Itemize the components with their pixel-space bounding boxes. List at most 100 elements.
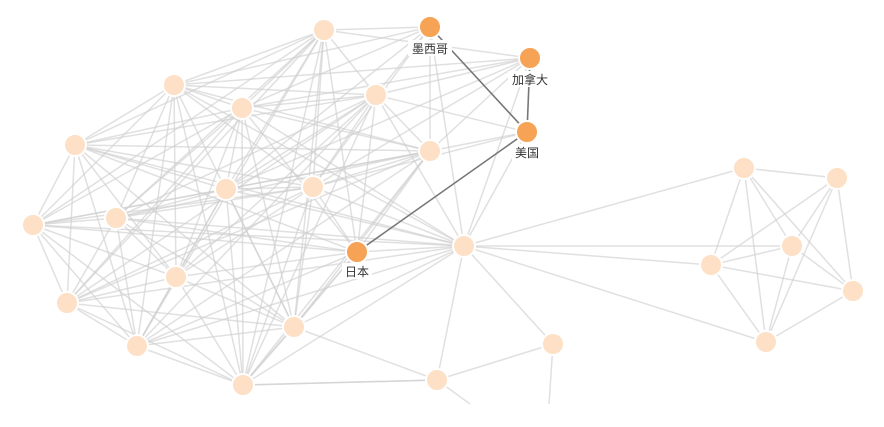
- node-japan[interactable]: [345, 240, 369, 264]
- graph-node[interactable]: [732, 156, 756, 180]
- graph-node[interactable]: [541, 332, 565, 356]
- graph-node[interactable]: [55, 291, 79, 315]
- graph-edge: [356, 245, 465, 253]
- highlighted-edge: [526, 57, 531, 133]
- graph-edge: [115, 94, 377, 219]
- graph-node[interactable]: [104, 206, 128, 230]
- graph-edge: [136, 326, 295, 347]
- graph-edge: [375, 57, 531, 96]
- graph-edge: [241, 94, 377, 109]
- graph-edge: [175, 186, 314, 278]
- graph-edge: [136, 150, 431, 347]
- graph-edge: [74, 107, 243, 146]
- graph-edge: [32, 224, 358, 253]
- graph-edge: [765, 290, 854, 343]
- graph-edge: [743, 167, 854, 292]
- graph-node[interactable]: [231, 373, 255, 397]
- graph-node[interactable]: [125, 334, 149, 358]
- graph-edge: [115, 186, 314, 219]
- graph-edge: [136, 345, 244, 386]
- node-label-japan: 日本: [345, 265, 369, 279]
- graph-edge: [375, 94, 431, 152]
- node-label-mexico: 墨西哥: [412, 42, 448, 56]
- graph-edge: [463, 245, 554, 345]
- edge-layer: [32, 26, 854, 405]
- graph-node[interactable]: [699, 253, 723, 277]
- graph-node[interactable]: [63, 133, 87, 157]
- graph-node[interactable]: [825, 166, 849, 190]
- graph-edge: [32, 144, 76, 226]
- graph-edge: [173, 57, 531, 86]
- graph-node[interactable]: [230, 96, 254, 120]
- graph-edge: [32, 224, 138, 347]
- graph-edge: [241, 26, 431, 109]
- node-layer: [21, 15, 865, 397]
- graph-edge: [66, 107, 243, 304]
- graph-node[interactable]: [162, 73, 186, 97]
- graph-edge: [242, 94, 377, 386]
- graph-node[interactable]: [364, 83, 388, 107]
- graph-edge: [225, 188, 295, 328]
- graph-edge: [312, 131, 528, 188]
- graph-edge: [32, 224, 177, 278]
- graph-node[interactable]: [301, 175, 325, 199]
- graph-edge: [74, 144, 431, 152]
- graph-node[interactable]: [841, 279, 865, 303]
- graph-edge: [710, 177, 838, 266]
- graph-edge: [173, 84, 377, 96]
- graph-edge: [32, 186, 314, 226]
- graph-edge: [242, 245, 465, 386]
- graph-edge: [115, 217, 465, 247]
- graph-edge: [225, 186, 314, 190]
- graph-edge: [293, 245, 465, 328]
- graph-node[interactable]: [164, 265, 188, 289]
- graph-edge: [791, 245, 854, 292]
- graph-node[interactable]: [312, 18, 336, 42]
- graph-edge: [115, 29, 325, 219]
- graph-node[interactable]: [214, 177, 238, 201]
- graph-edge: [436, 343, 554, 381]
- graph-edge: [710, 245, 793, 266]
- highlighted-edge: [356, 131, 528, 253]
- graph-node[interactable]: [282, 315, 306, 339]
- graph-edge: [323, 26, 431, 31]
- graph-edge: [710, 167, 745, 266]
- graph-edge: [429, 131, 528, 152]
- graph-node[interactable]: [754, 330, 778, 354]
- graph-edge: [710, 264, 854, 292]
- graph-node[interactable]: [418, 139, 442, 163]
- graph-edge: [375, 94, 465, 247]
- graph-edge: [173, 84, 431, 152]
- graph-edge: [312, 29, 325, 188]
- graph-node[interactable]: [452, 234, 476, 258]
- graph-edge: [173, 29, 325, 86]
- graph-edge: [32, 188, 227, 226]
- graph-edge: [743, 167, 838, 179]
- graph-node[interactable]: [21, 213, 45, 237]
- graph-edge: [115, 84, 175, 219]
- graph-edge: [74, 144, 227, 190]
- graph-edge: [225, 107, 243, 190]
- graph-edge: [173, 84, 177, 278]
- graph-edge: [463, 57, 531, 247]
- graph-edge: [242, 379, 438, 386]
- graph-edge: [436, 245, 465, 381]
- node-mexico[interactable]: [418, 15, 442, 39]
- graph-edge: [175, 276, 244, 386]
- graph-edge: [765, 245, 793, 343]
- node-usa[interactable]: [515, 120, 539, 144]
- graph-edge: [312, 57, 531, 188]
- node-canada[interactable]: [518, 46, 542, 70]
- graph-edge: [136, 94, 377, 347]
- node-label-usa: 美国: [515, 146, 539, 160]
- graph-edge: [463, 245, 767, 343]
- graph-node[interactable]: [780, 234, 804, 258]
- graph-edge: [791, 177, 838, 247]
- graph-edge: [66, 150, 431, 304]
- graph-edge: [115, 188, 227, 219]
- graph-edge: [136, 251, 358, 347]
- graph-node[interactable]: [425, 368, 449, 392]
- graph-edge: [136, 84, 175, 347]
- graph-edge: [175, 276, 295, 328]
